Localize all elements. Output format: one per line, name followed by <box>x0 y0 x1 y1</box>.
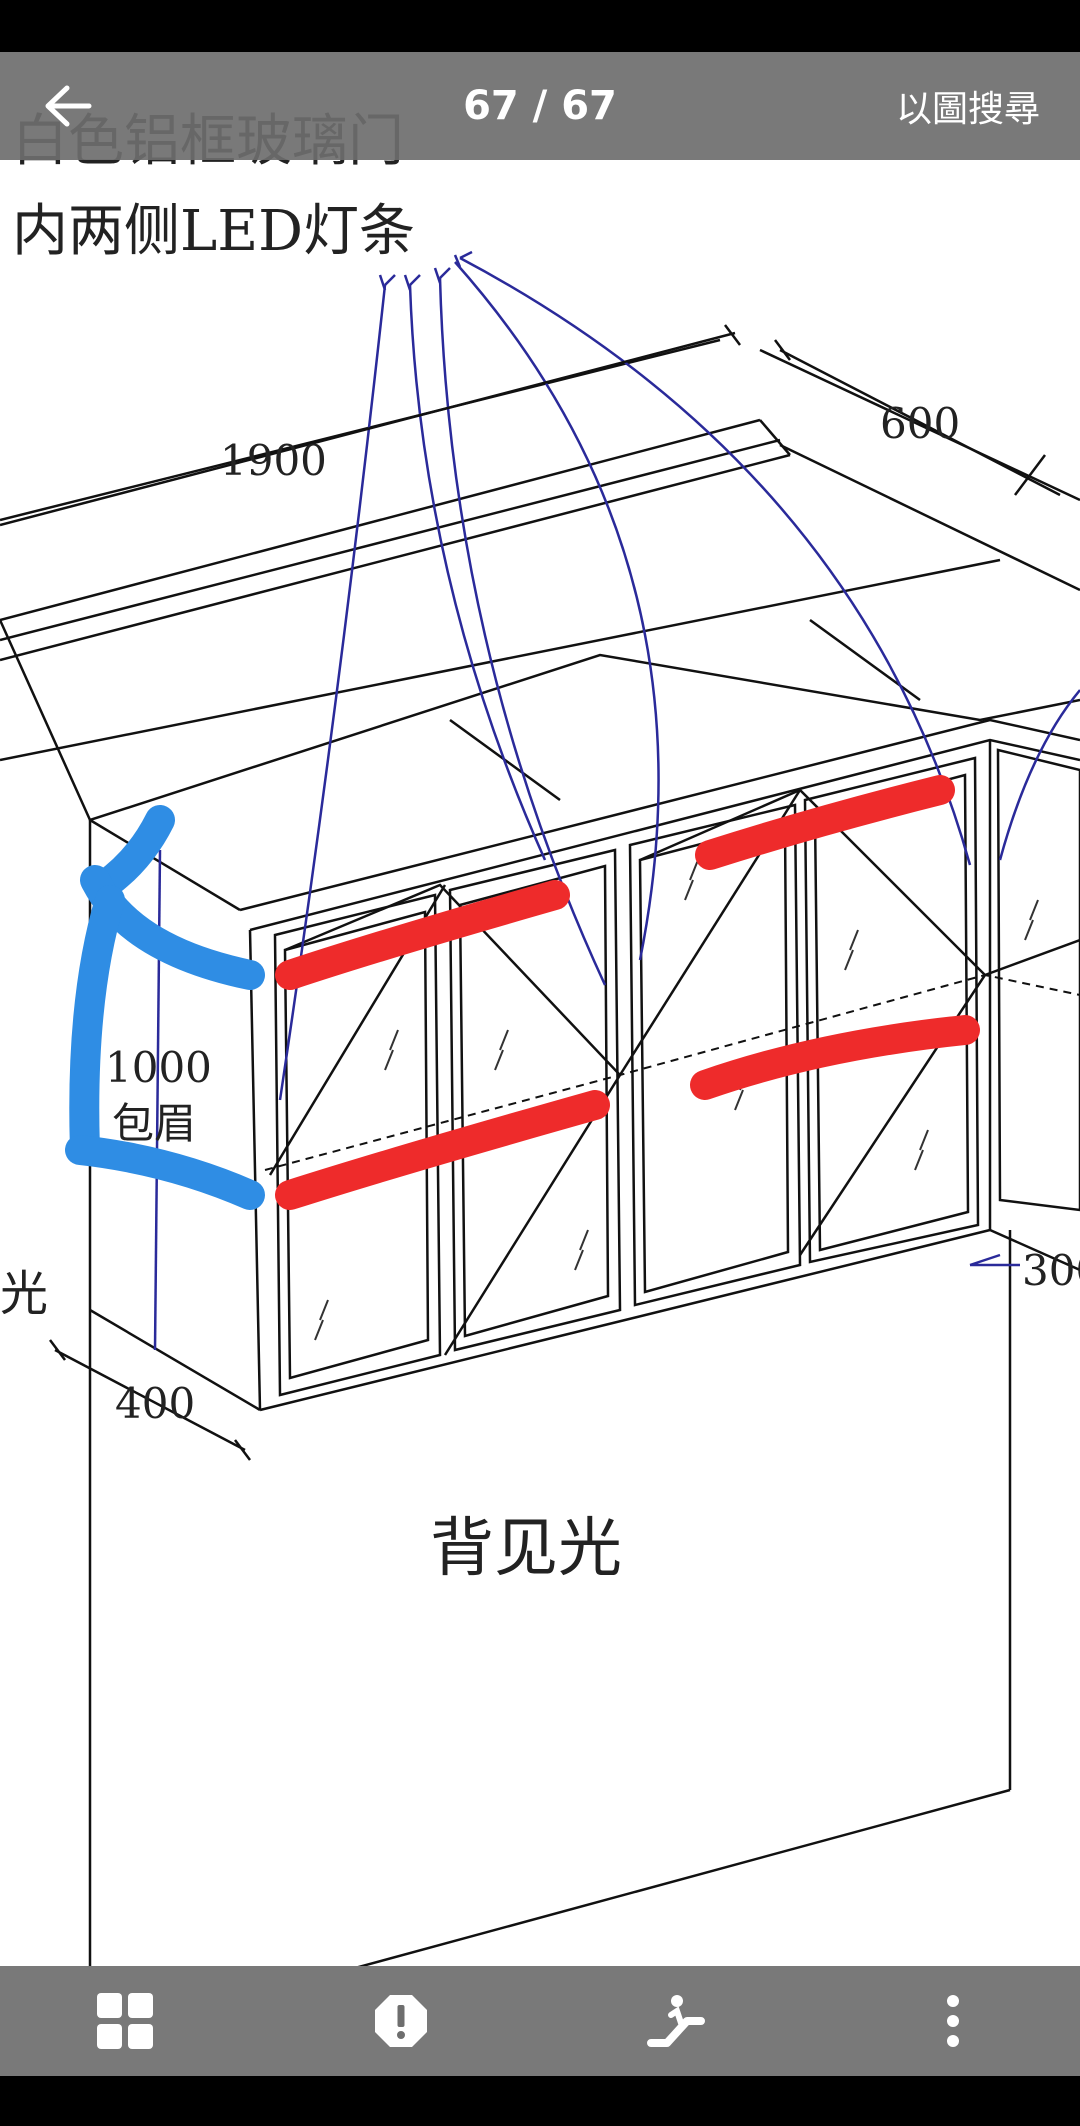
report-icon <box>375 1995 427 2047</box>
dimension-side-label: 400 <box>115 1379 195 1428</box>
red-led-marks <box>275 775 980 1210</box>
escalator-icon <box>647 1995 705 2047</box>
blue-height-mark <box>65 805 265 1210</box>
back-button[interactable] <box>30 68 106 144</box>
backlight-label: 背见光 <box>430 1512 622 1586</box>
bottom-toolbar <box>0 1966 1080 2076</box>
status-bar <box>0 0 1080 52</box>
more-options-button[interactable] <box>908 1976 998 2066</box>
dimension-width-label: 1900 <box>220 436 327 485</box>
report-button[interactable] <box>356 1976 446 2066</box>
dimension-depth-label: 600 <box>880 399 960 448</box>
dimension-height-label: 1000 <box>105 1043 212 1092</box>
more-vertical-icon <box>947 1995 959 2047</box>
arrow-left-icon <box>45 85 92 127</box>
top-toolbar: 67 / 67 以圖搜尋 <box>0 52 1080 160</box>
escalator-button[interactable] <box>632 1976 722 2066</box>
diagram-title-line2: 内两侧LED灯条 <box>12 199 415 264</box>
cabinet-outline <box>0 338 1080 1966</box>
image-search-button[interactable]: 以圖搜尋 <box>895 89 1040 130</box>
cabinet-diagram: 白色铝框玻璃门 内两侧LED灯条 1900 600 1000 包眉 400 30… <box>0 109 1080 1966</box>
grid-button[interactable] <box>80 1976 170 2066</box>
system-nav-bar <box>0 2076 1080 2126</box>
dimension-right-label: 300 <box>1022 1246 1080 1295</box>
left-partial-label: 光 <box>0 1266 48 1322</box>
dimension-lines <box>0 324 1061 1461</box>
valance-label: 包眉 <box>112 1099 196 1148</box>
glass-reflections <box>314 859 1039 1341</box>
image-viewer[interactable]: 白色铝框玻璃门 内两侧LED灯条 1900 600 1000 包眉 400 30… <box>0 52 1080 1966</box>
center-dashed-line <box>264 973 1080 1171</box>
grid-icon <box>97 1993 153 2049</box>
cabinet-doors <box>268 748 1080 1397</box>
